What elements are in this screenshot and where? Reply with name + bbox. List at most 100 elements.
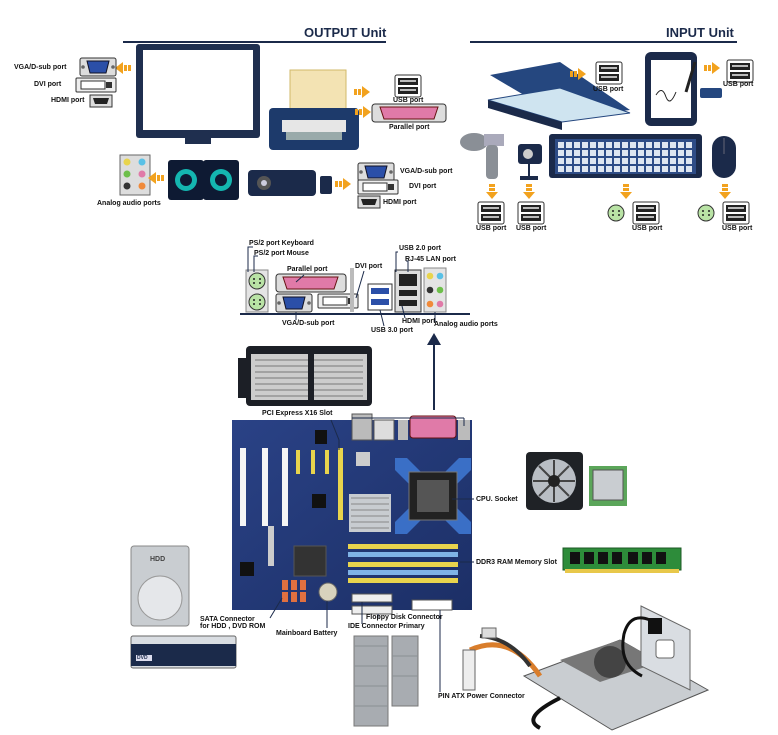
io-usb3-label: USB 3.0 port <box>371 327 414 334</box>
keyboard-key <box>686 166 692 172</box>
keyboard-key <box>662 150 668 156</box>
io-vga-label: VGA/D-sub port <box>282 320 335 327</box>
keyboard-key <box>622 166 628 172</box>
keyboard-key <box>662 158 668 164</box>
printer-usb-label: USB port <box>393 97 424 104</box>
pci-x16-label: PCI Express X16 Slot <box>262 410 333 417</box>
keyboard-key <box>590 150 596 156</box>
io-rj45-label: RJ-45 LAN port <box>405 256 456 263</box>
keyboard-key <box>606 166 612 172</box>
scanner-usb-label: USB port <box>593 86 624 93</box>
dvd-drive-icon <box>130 635 237 669</box>
cpu-socket-label: CPU. Socket <box>476 496 518 503</box>
ide-label: IDE Connector Primary <box>348 623 425 630</box>
keyboard-key <box>606 150 612 156</box>
keyboard-key <box>598 150 604 156</box>
keyboard-key <box>622 150 628 156</box>
keyboard-key <box>630 142 636 148</box>
webcam-usb-label: USB port <box>516 225 547 232</box>
ram-slot-label: DDR3 RAM Memory Slot <box>476 559 557 566</box>
keyboard-key <box>606 142 612 148</box>
atx-label: PIN ATX Power Connector <box>438 693 525 700</box>
keyboard-key <box>630 150 636 156</box>
keyboard-key <box>670 142 676 148</box>
keyboard-key <box>670 158 676 164</box>
keyboard-key <box>654 142 660 148</box>
io-parallel-label: Parallel port <box>287 266 328 273</box>
keyboard-key <box>622 142 628 148</box>
keyboard-key <box>670 166 676 172</box>
keyboard-key <box>646 150 652 156</box>
keyboard-key <box>646 166 652 172</box>
parallel-port-icon <box>371 103 447 123</box>
io-usb2-label: USB 2.0 port <box>399 245 442 252</box>
keyboard-key <box>662 142 668 148</box>
keyboard-key <box>622 158 628 164</box>
keyboard-key <box>654 158 660 164</box>
keyboard-key <box>590 142 596 148</box>
keyboard-key <box>574 158 580 164</box>
io-ps2-mouse-label: PS/2 port Mouse <box>254 250 309 257</box>
keyboard-key <box>558 142 564 148</box>
tablet-usb-label: USB port <box>723 81 754 88</box>
keyboard-key <box>614 142 620 148</box>
projector-dvi-label: DVI port <box>409 183 437 190</box>
keyboard-key <box>598 158 604 164</box>
keyboard-key <box>606 158 612 164</box>
keyboard-key <box>686 158 692 164</box>
keyboard-key <box>614 158 620 164</box>
keyboard-key <box>678 142 684 148</box>
keyboard-key <box>646 142 652 148</box>
speaker-audio-label: Analog audio ports <box>97 200 161 207</box>
keyboard-key <box>590 166 596 172</box>
power-supply-icon <box>462 627 710 731</box>
keyboard-key <box>630 166 636 172</box>
hdd-text: HDD <box>150 556 166 563</box>
keyboard-key <box>558 150 564 156</box>
keyboard-key <box>662 166 668 172</box>
keyboard-key <box>582 158 588 164</box>
keyboard-key <box>566 166 572 172</box>
monitor-vga-label: VGA/D-sub port <box>14 64 67 71</box>
keyboard-key <box>638 142 644 148</box>
sata-label: SATA Connector for HDD , DVD ROM <box>200 616 266 630</box>
output-unit-heading: OUTPUT Unit <box>304 25 387 40</box>
keyboard-key <box>582 150 588 156</box>
keyboard-usb-label: USB port <box>632 225 663 232</box>
battery-label: Mainboard Battery <box>276 630 338 637</box>
projector-vga-label: VGA/D-sub port <box>400 168 453 175</box>
keyboard-key <box>670 150 676 156</box>
mouse-icon <box>712 136 736 178</box>
keyboard-key <box>654 150 660 156</box>
monitor-dvi-label: DVI port <box>34 81 62 88</box>
keyboard-key <box>582 166 588 172</box>
usb-dongle-icon <box>700 88 722 98</box>
printer-icon <box>269 69 359 150</box>
keyboard-key <box>582 142 588 148</box>
keyboard-key <box>646 158 652 164</box>
keyboard-key <box>614 150 620 156</box>
keyboard-key <box>598 166 604 172</box>
ram-stick-icon <box>562 547 682 573</box>
keyboard-key <box>558 166 564 172</box>
keyboard-key <box>678 158 684 164</box>
dvd-text: DVD <box>137 655 148 661</box>
printer-parallel-label: Parallel port <box>389 124 430 131</box>
scanner-icon <box>487 62 631 130</box>
audio-jack-icon <box>119 154 151 196</box>
keyboard-key <box>598 142 604 148</box>
monitor-icon <box>136 44 260 144</box>
keyboard-key <box>574 150 580 156</box>
drawing-tablet-icon <box>645 52 697 126</box>
io-hdmi-label: HDMI port <box>402 318 436 325</box>
keyboard-key <box>566 158 572 164</box>
keyboard-key <box>678 150 684 156</box>
projector-icon <box>248 170 332 196</box>
keyboard-key <box>678 166 684 172</box>
keyboard-key <box>574 166 580 172</box>
barcode-usb-label: USB port <box>476 225 507 232</box>
io-dvi-label: DVI port <box>355 263 383 270</box>
keyboard-key <box>654 166 660 172</box>
keyboard-key <box>638 150 644 156</box>
